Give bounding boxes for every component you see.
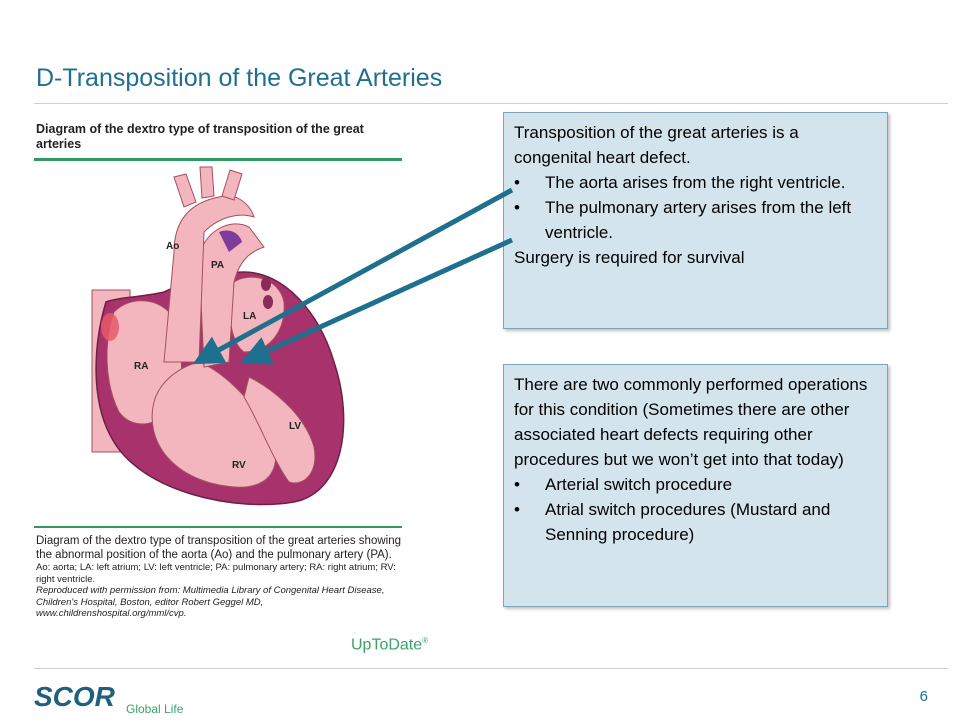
callout-box-operations: There are two commonly performed operati… xyxy=(503,364,888,607)
list-item: The pulmonary artery arises from the lef… xyxy=(514,195,877,245)
label-lv: LV xyxy=(289,421,301,432)
aortic-branch xyxy=(199,166,215,199)
label-rv: RV xyxy=(232,460,246,471)
uptodate-logo: UpToDate® xyxy=(351,636,428,654)
pulmonary-vein xyxy=(263,295,273,309)
aortic-branch xyxy=(221,169,243,201)
scor-logo: SCOR Global Life xyxy=(34,681,184,716)
arrow-to-aorta xyxy=(192,187,514,365)
label-ao: Ao xyxy=(166,241,179,252)
callout-1-bullets: The aorta arises from the right ventricl… xyxy=(514,170,877,245)
page-number: 6 xyxy=(919,688,928,705)
callout-2-intro: There are two commonly performed operati… xyxy=(514,375,868,469)
scor-logo-text: SCOR xyxy=(34,681,116,712)
heart-diagram: Ao PA LA RA LV RV xyxy=(91,166,345,506)
list-item: Arterial switch procedure xyxy=(514,472,877,497)
list-item: Atrial switch procedures (Mustard and Se… xyxy=(514,497,877,547)
list-item: The aorta arises from the right ventricl… xyxy=(514,170,877,195)
callout-box-definition: Transposition of the great arteries is a… xyxy=(503,112,888,329)
aorta xyxy=(163,195,255,363)
figure-caption: Diagram of the dextro type of transposit… xyxy=(36,534,406,620)
scor-logo-tagline: Global Life xyxy=(126,702,184,716)
ductus xyxy=(219,230,242,252)
title-divider xyxy=(34,103,948,104)
caption-abbreviations: Ao: aorta; LA: left atrium; LV: left ven… xyxy=(36,562,396,585)
slide-title: D-Transposition of the Great Arteries xyxy=(36,64,443,92)
pulmonary-vein xyxy=(261,277,271,291)
valve-patch xyxy=(101,313,119,341)
aortic-branch xyxy=(173,173,197,208)
callout-1-outro: Surgery is required for survival xyxy=(514,248,745,267)
caption-credit: Reproduced with permission from: Multime… xyxy=(36,585,385,619)
uptodate-logo-mark: ® xyxy=(422,636,429,645)
figure-top-rule xyxy=(34,158,402,161)
left-ventricle xyxy=(243,376,316,484)
footer-divider xyxy=(34,668,948,669)
arrow-to-pulmonary-artery xyxy=(240,237,514,365)
uptodate-logo-text: UpToDate xyxy=(351,636,423,654)
caption-main: Diagram of the dextro type of transposit… xyxy=(36,535,402,561)
callout-1-intro: Transposition of the great arteries is a… xyxy=(514,123,799,167)
label-ra: RA xyxy=(134,361,148,372)
figure-bottom-rule xyxy=(34,526,402,528)
label-pa: PA xyxy=(211,260,224,271)
figure-title: Diagram of the dextro type of transposit… xyxy=(36,122,364,151)
label-la: LA xyxy=(243,311,256,322)
pulmonary-artery xyxy=(198,223,265,368)
callout-2-bullets: Arterial switch procedure Atrial switch … xyxy=(514,472,877,547)
